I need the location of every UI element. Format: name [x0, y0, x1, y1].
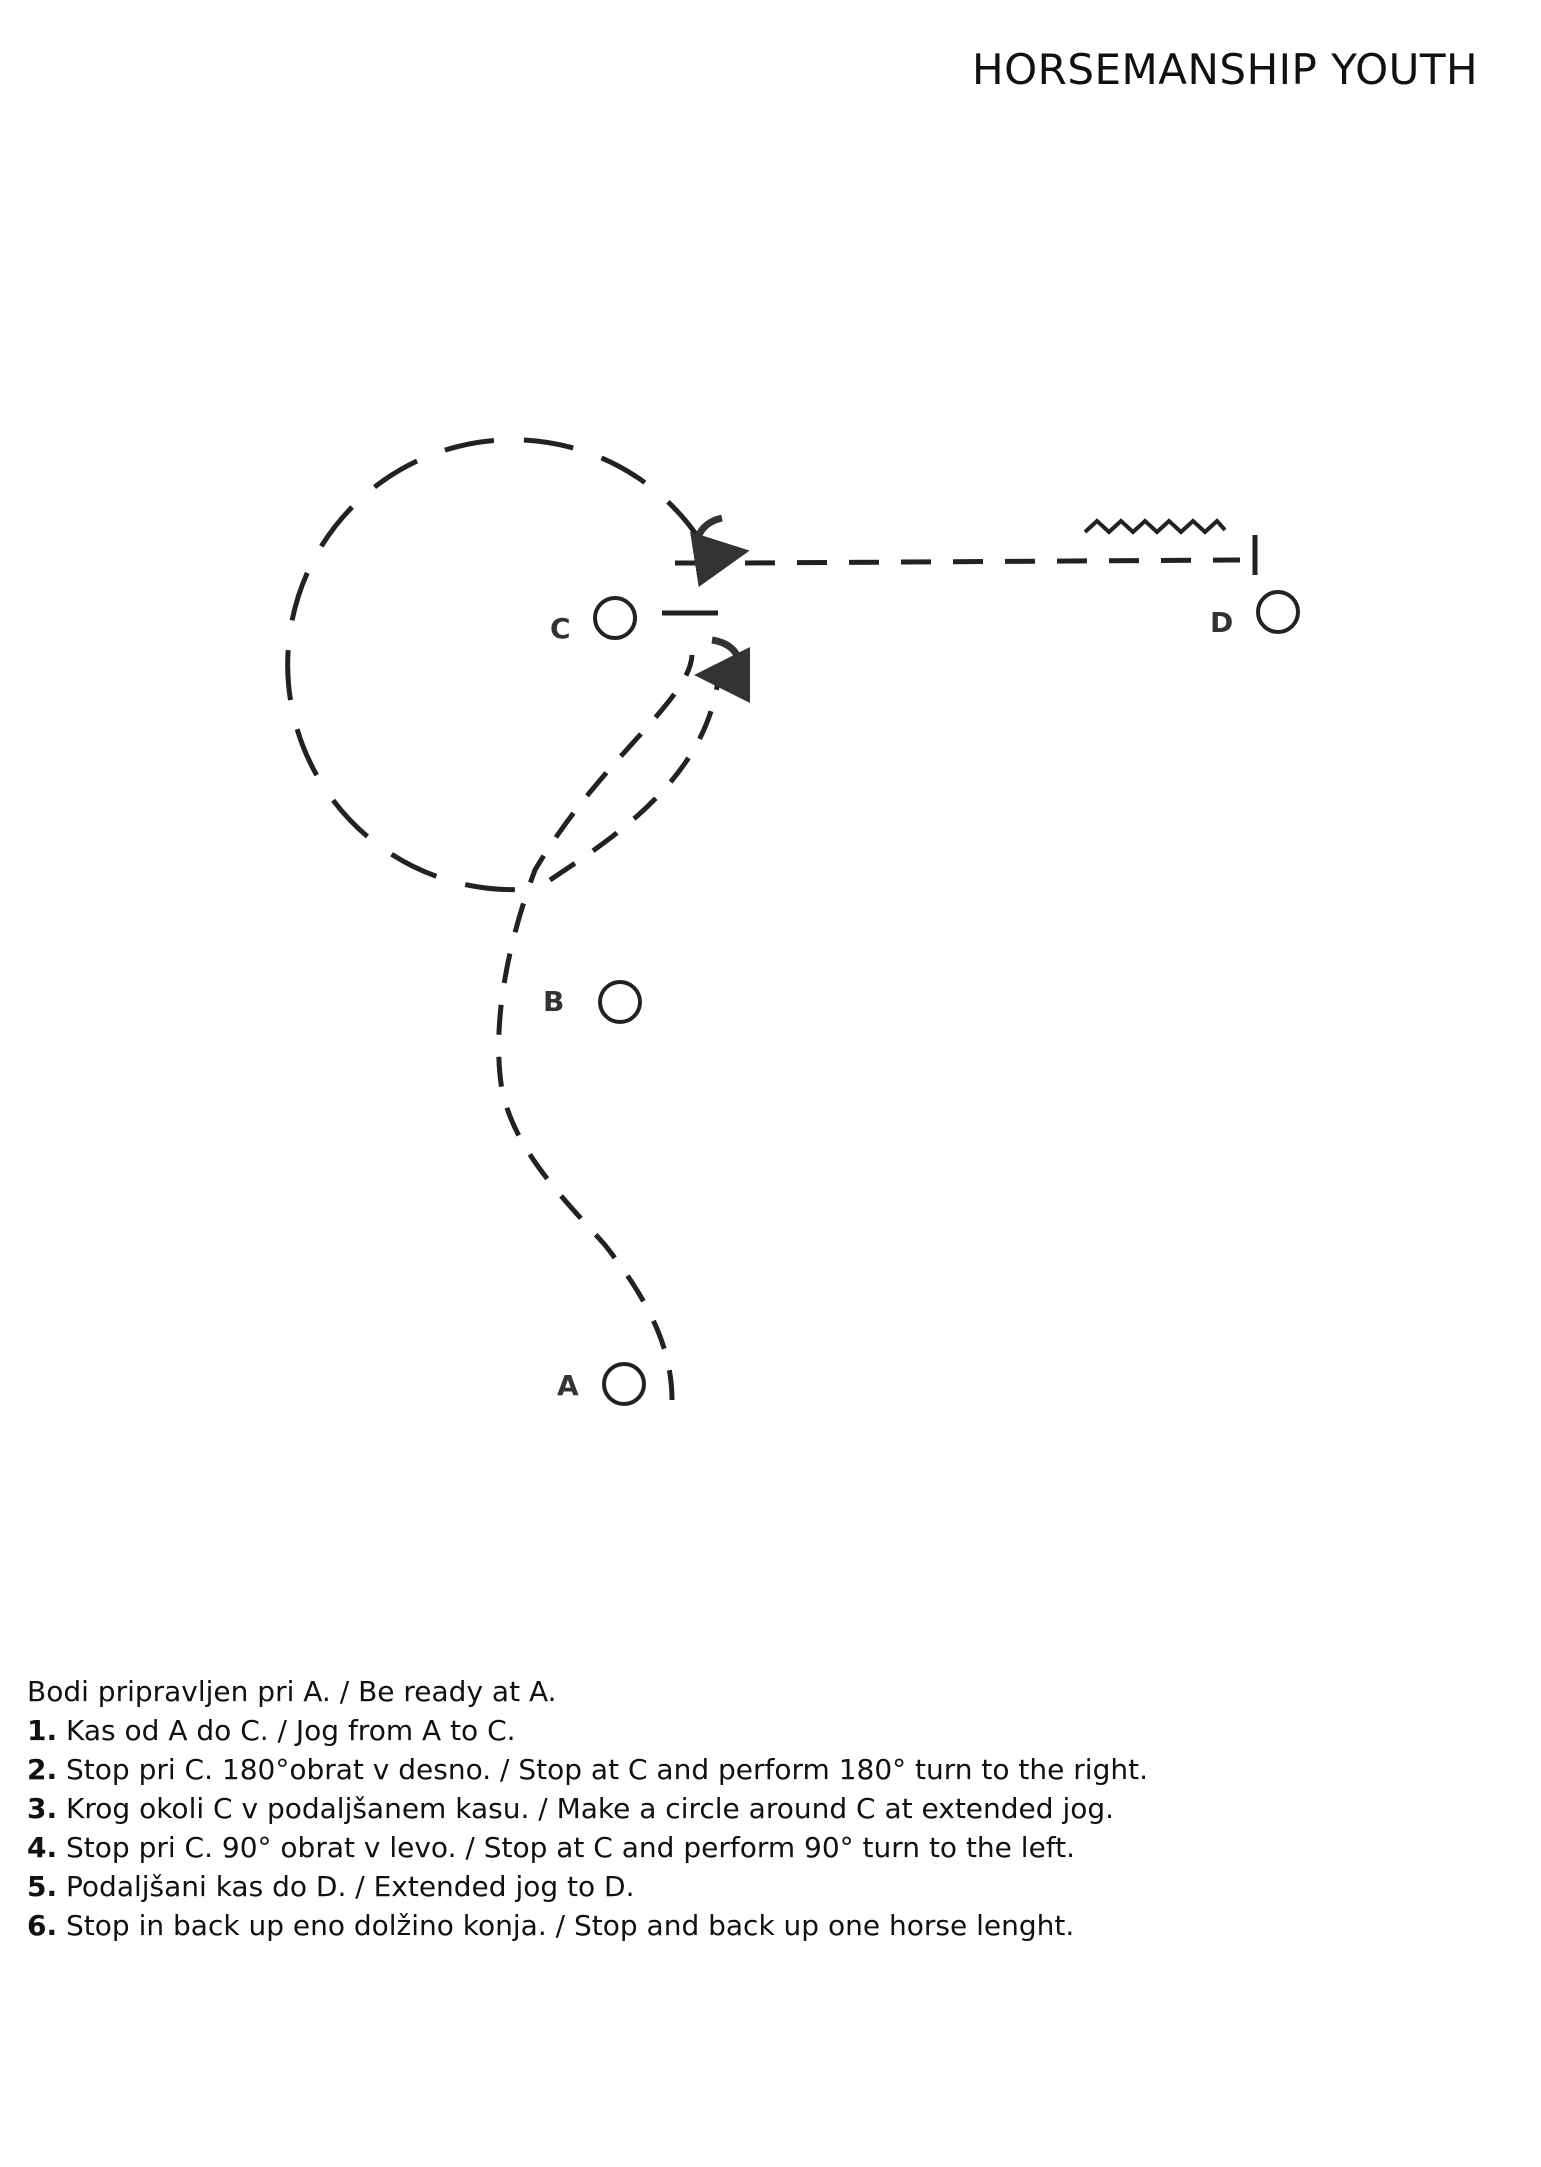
marker-b: B — [543, 980, 642, 1024]
step-number: 4. — [27, 1831, 58, 1864]
instruction-step-3: 3. Krog okoli C v podaljšanem kasu. / Ma… — [27, 1789, 1507, 1828]
marker-a: A — [557, 1362, 646, 1406]
step-text: Krog okoli C v podaljšanem kasu. / Make … — [57, 1792, 1115, 1825]
instruction-intro: Bodi pripravljen pri A. / Be ready at A. — [27, 1675, 557, 1708]
step-text: Kas od A do C. / Jog from A to C. — [57, 1714, 516, 1747]
instruction-step-1: 1. Kas od A do C. / Jog from A to C. — [27, 1711, 1507, 1750]
turn-90-arrow — [690, 514, 750, 587]
backup-zigzag — [1083, 518, 1227, 535]
marker-c-label: C — [550, 612, 571, 645]
step-number: 5. — [27, 1870, 58, 1903]
step-number: 6. — [27, 1909, 58, 1942]
step-text: Podaljšani kas do D. / Extended jog to D… — [57, 1870, 635, 1903]
circle-around-c — [285, 437, 703, 893]
instruction-step-4: 4. Stop pri C. 90° obrat v levo. / Stop … — [27, 1828, 1507, 1867]
marker-d: D — [1210, 590, 1300, 639]
step-text: Stop pri C. 90° obrat v levo. / Stop at … — [57, 1831, 1076, 1864]
circle-exit-line — [548, 679, 721, 883]
pattern-diagram: A B C D — [285, 437, 1300, 1406]
marker-b-label: B — [543, 985, 564, 1018]
marker-a-label: A — [557, 1369, 579, 1402]
step-number: 1. — [27, 1714, 58, 1747]
step-number: 3. — [27, 1792, 58, 1825]
instructions-list: Bodi pripravljen pri A. / Be ready at A.… — [27, 1672, 1507, 1945]
instruction-step-6: 6. Stop in back up eno dolžino konja. / … — [27, 1906, 1507, 1945]
step-text: Stop pri C. 180°obrat v desno. / Stop at… — [57, 1753, 1148, 1786]
extended-jog-line — [744, 557, 1241, 566]
turn-180-arrow — [694, 636, 751, 703]
step-text: Stop in back up eno dolžino konja. / Sto… — [57, 1909, 1075, 1942]
instruction-step-5: 5. Podaljšani kas do D. / Extended jog t… — [27, 1867, 1507, 1906]
step-number: 2. — [27, 1753, 58, 1786]
instruction-step-2: 2. Stop pri C. 180°obrat v desno. / Stop… — [27, 1750, 1507, 1789]
page-title: HORSEMANSHIP YOUTH — [972, 45, 1479, 94]
marker-d-label: D — [1210, 606, 1233, 639]
marker-c: C — [550, 596, 637, 645]
jog-path-a-to-c — [496, 654, 695, 1401]
